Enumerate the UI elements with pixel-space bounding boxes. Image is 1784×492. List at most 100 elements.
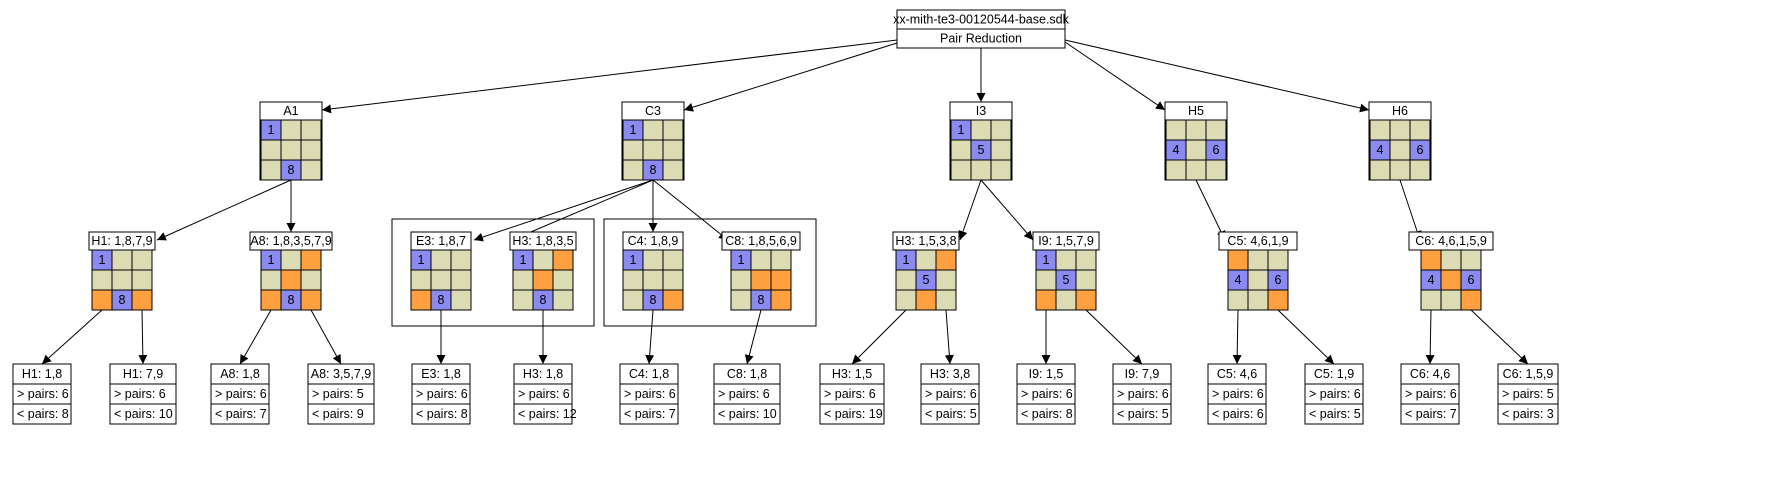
greater-pairs: > pairs: 6: [624, 387, 676, 401]
node-label: A1: [283, 104, 298, 118]
grid-cell: [622, 289, 644, 311]
node-label: C8: 1,8,5,6,9: [725, 234, 797, 248]
greater-pairs: > pairs: 5: [1502, 387, 1554, 401]
record-box: [1304, 363, 1364, 425]
cell-digit: 1: [99, 253, 106, 267]
cell-digit: 1: [630, 253, 637, 267]
grid-cell: [280, 139, 302, 161]
cell-digit: 1: [738, 253, 745, 267]
grid-cell: [770, 249, 792, 271]
pair-count-node: E3: 1,8> pairs: 6< pairs: 8: [411, 363, 471, 425]
cell-digit: 8: [288, 163, 295, 177]
less-pairs: < pairs: 5: [1117, 407, 1169, 421]
grid-cell: [1440, 269, 1462, 291]
cell-digit: 5: [978, 143, 985, 157]
grid-cell: [450, 289, 472, 311]
root-title: xx-mith-te3-00120544-base.sdk: [893, 13, 1070, 27]
pair-count-node: C6: 4,6> pairs: 6< pairs: 7: [1400, 363, 1460, 425]
record-label: C4: 1,8: [629, 367, 669, 381]
record-box: [513, 363, 573, 425]
greater-pairs: > pairs: 6: [518, 387, 570, 401]
grid-cell: [915, 289, 937, 311]
candidate-node: H3: 1,5,3,815: [892, 231, 960, 311]
grid-cell: [950, 139, 972, 161]
cell-digit: 6: [1213, 143, 1220, 157]
greater-pairs: > pairs: 6: [114, 387, 166, 401]
grid-cell: [1389, 159, 1411, 181]
grid-cell: [300, 119, 322, 141]
pair-count-node: C4: 1,8> pairs: 6< pairs: 7: [619, 363, 679, 425]
less-pairs: < pairs: 9: [312, 407, 364, 421]
grid-cell: [532, 269, 554, 291]
grid-cell: [410, 289, 432, 311]
greater-pairs: > pairs: 6: [718, 387, 770, 401]
greater-pairs: > pairs: 6: [416, 387, 468, 401]
less-pairs: < pairs: 7: [215, 407, 267, 421]
grid-cell: [1227, 249, 1249, 271]
grid-cell: [280, 269, 302, 291]
cell-digit: 1: [958, 123, 965, 137]
pair-count-node: A8: 3,5,7,9> pairs: 5< pairs: 9: [307, 363, 375, 425]
node-label: H5: [1188, 104, 1204, 118]
grid-cell: [260, 269, 282, 291]
grid-cell: [970, 119, 992, 141]
grid-cell: [280, 119, 302, 141]
grid-cell: [111, 249, 133, 271]
record-box: [307, 363, 375, 425]
cell-digit: 6: [1417, 143, 1424, 157]
grid-cell: [1205, 119, 1227, 141]
node-label: I9: 1,5,7,9: [1038, 234, 1094, 248]
pair-count-node: H3: 1,5> pairs: 6< pairs: 19: [819, 363, 885, 425]
greater-pairs: > pairs: 6: [1309, 387, 1361, 401]
record-label: H3: 1,8: [523, 367, 563, 381]
grid-cell: [430, 269, 452, 291]
grid-cell: [1389, 119, 1411, 141]
grid-cell: [662, 289, 684, 311]
grid-cell: [280, 249, 302, 271]
greater-pairs: > pairs: 6: [1117, 387, 1169, 401]
grid-cell: [895, 269, 917, 291]
node-label: H1: 1,8,7,9: [91, 234, 152, 248]
record-box: [109, 363, 177, 425]
tree-edge: [1425, 309, 1435, 365]
grid-cell: [450, 269, 472, 291]
tree-edge: [310, 309, 342, 365]
tree-edge: [239, 309, 272, 365]
grid-cell: [1420, 289, 1442, 311]
record-box: [1400, 363, 1460, 425]
record-box: [210, 363, 270, 425]
cell-digit: 1: [630, 123, 637, 137]
record-label: A8: 1,8: [220, 367, 260, 381]
grid-cell: [300, 139, 322, 161]
cell-digit: 8: [119, 293, 126, 307]
grid-cell: [1420, 249, 1442, 271]
grid-cell: [970, 159, 992, 181]
grid-cell: [1389, 139, 1411, 161]
node-label: H3: 1,5,3,8: [895, 234, 956, 248]
grid-cell: [131, 269, 153, 291]
grid-cell: [1409, 119, 1431, 141]
cell-digit: 1: [268, 253, 275, 267]
node-label: E3: 1,8,7: [416, 234, 466, 248]
grid-cell: [915, 249, 937, 271]
grid-cell: [1409, 159, 1431, 181]
greater-pairs: > pairs: 6: [1212, 387, 1264, 401]
grid-cell: [950, 159, 972, 181]
grid-cell: [260, 159, 282, 181]
cell-digit: 4: [1235, 273, 1242, 287]
grid-cell: [1185, 139, 1207, 161]
grid-cell: [642, 249, 664, 271]
cell-digit: 8: [758, 293, 765, 307]
record-label: C5: 1,9: [1314, 367, 1354, 381]
cell-digit: 8: [650, 293, 657, 307]
pair-count-node: A8: 1,8> pairs: 6< pairs: 7: [210, 363, 270, 425]
grid-cell: [662, 119, 684, 141]
cell-digit: 1: [903, 253, 910, 267]
record-label: C8: 1,8: [727, 367, 767, 381]
record-label: H3: 1,5: [832, 367, 872, 381]
